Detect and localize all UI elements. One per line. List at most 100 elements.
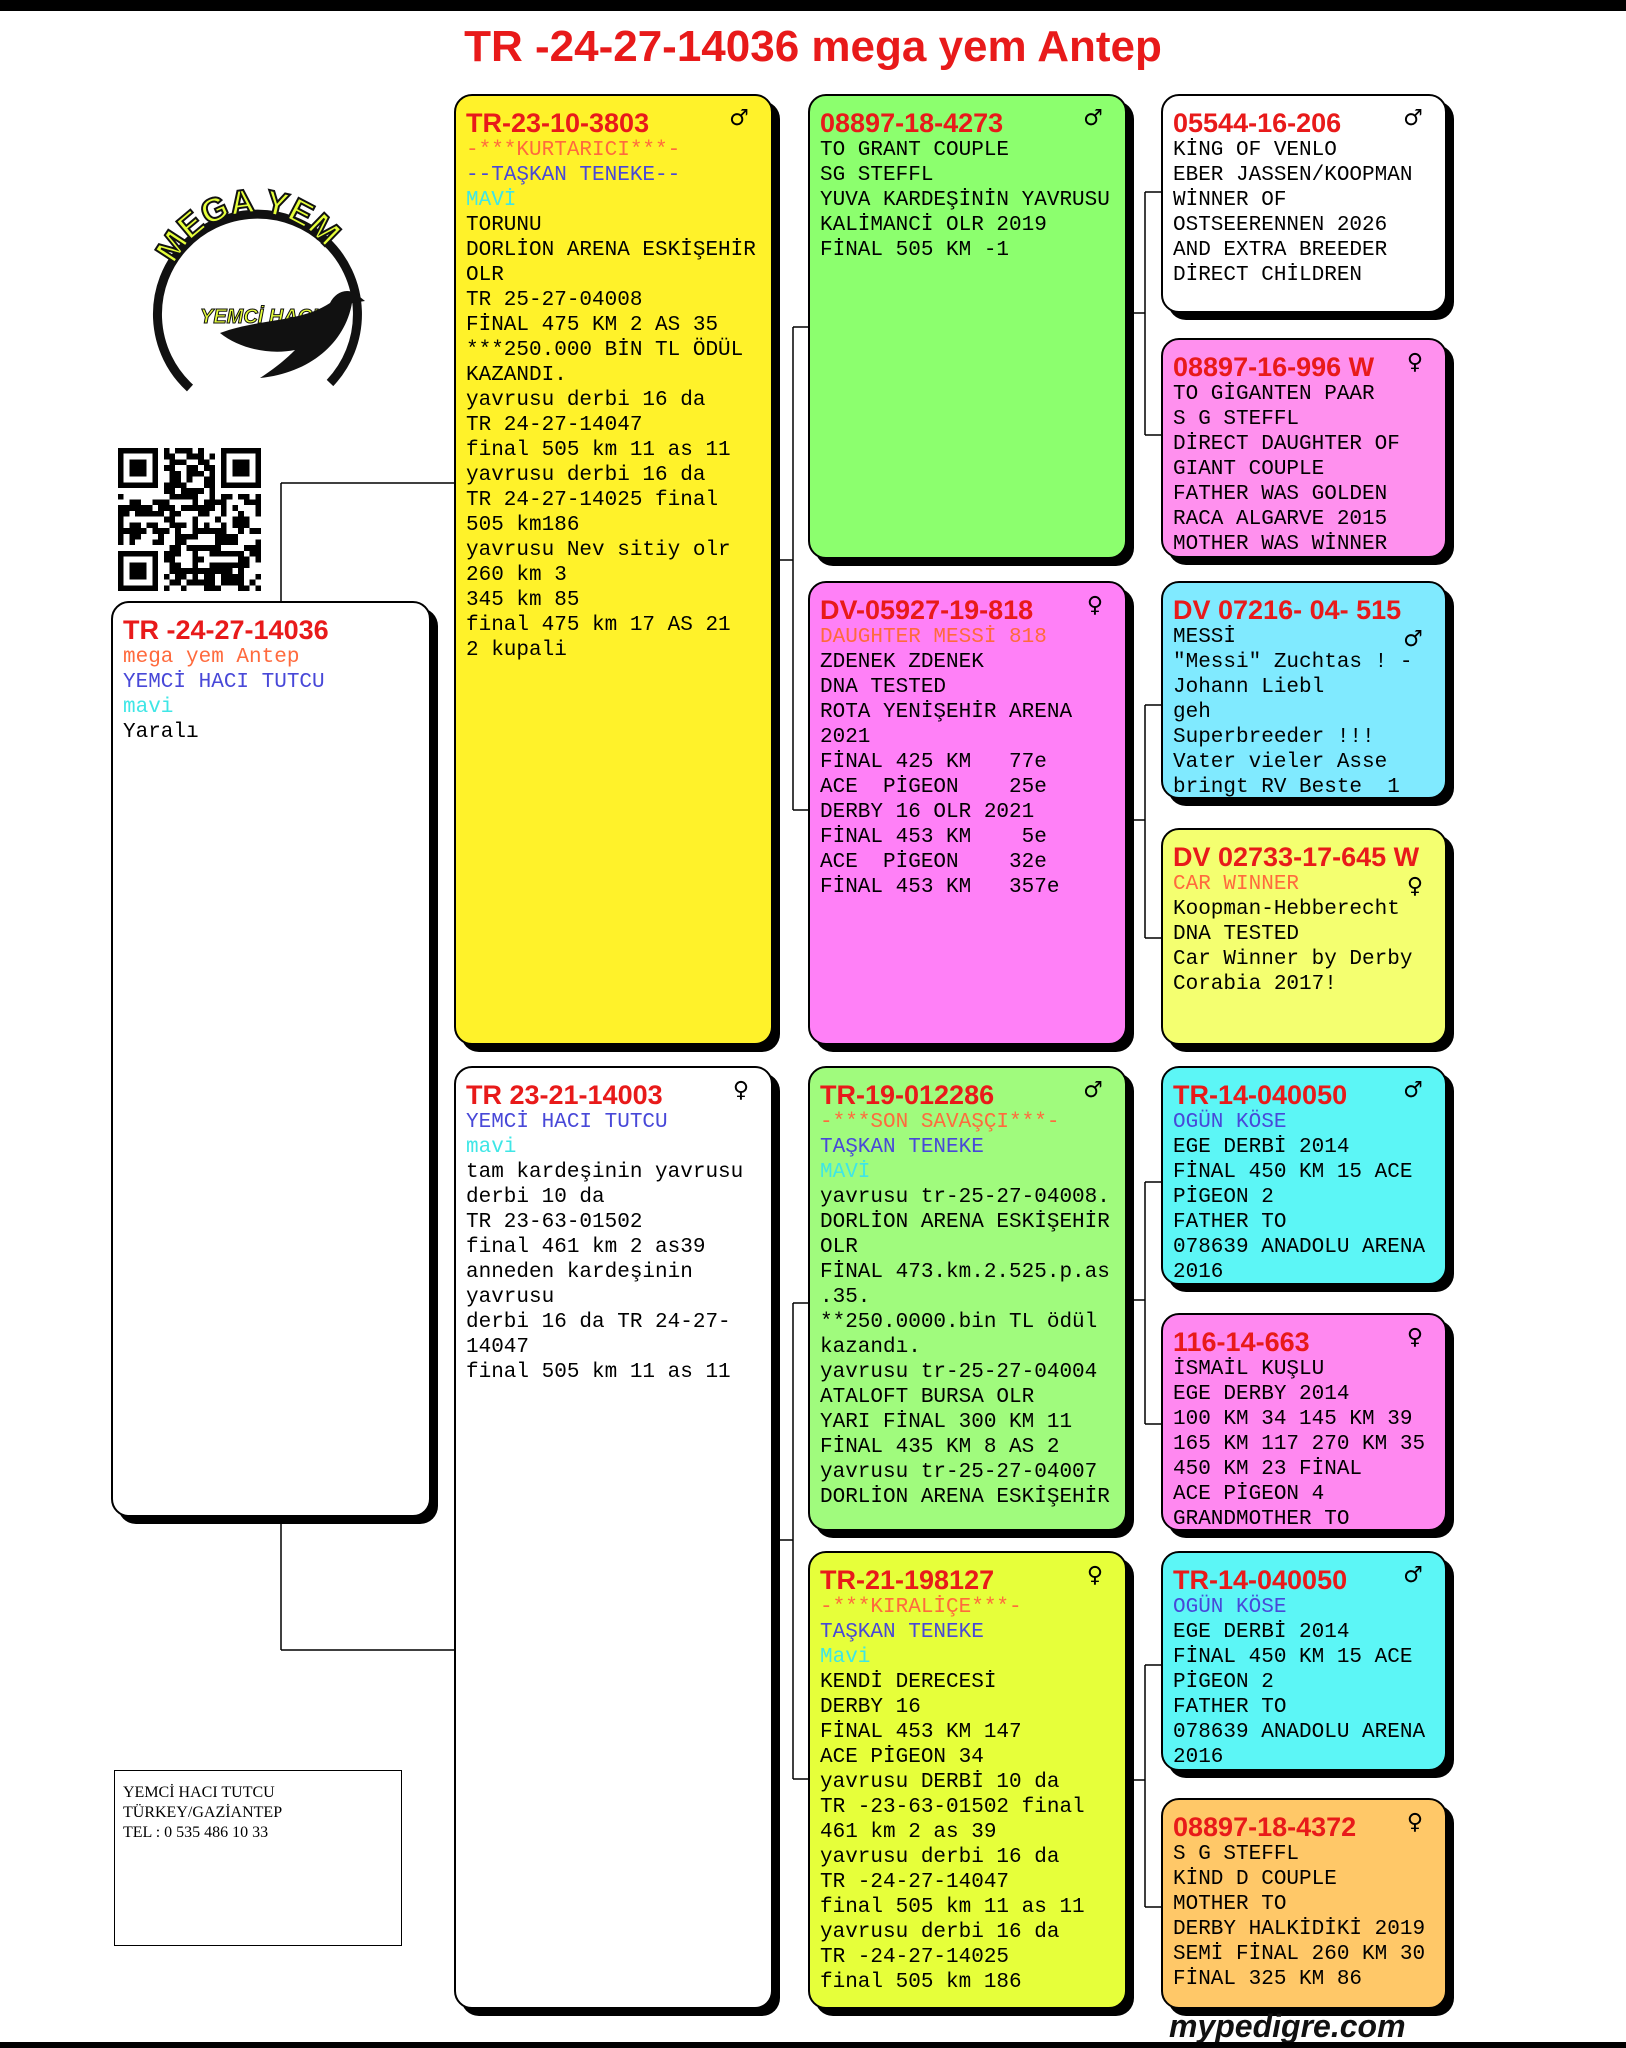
card-line: DİRECT CHİLDREN: [1173, 264, 1363, 287]
female-icon: ♀: [1406, 874, 1423, 899]
card-line: TR 24-27-14047: [466, 414, 643, 437]
card-line: FİNAL 453 KM 357e: [820, 876, 1060, 899]
card-line: FİNAL 453 KM 147: [820, 1721, 1022, 1744]
card-line: final 505 km 11 as 11: [820, 1896, 1085, 1919]
card-line: YARI FİNAL 300 KM 11: [820, 1411, 1073, 1434]
card-line: DORLİON ARENA ESKİŞEHİR: [466, 239, 756, 262]
ring-id: 08897-18-4273: [820, 108, 1004, 138]
card-line: ***250.000 BİN TL ÖDÜL: [466, 339, 744, 362]
card-line: FİNAL 475 KM 2 AS 35: [466, 314, 719, 337]
ring-id: TR 23-21-14003: [466, 1080, 663, 1110]
card-line: Corabia 2017!: [1173, 973, 1337, 996]
card-line: FİNAL 325 KM 86: [1173, 1968, 1363, 1991]
card-line: CAR WINNER: [1173, 873, 1300, 896]
pedigree-card-sire[interactable]: ♂ TR-23-10-3803-***KURTARICI***---TAŞKAN …: [454, 94, 773, 1045]
card-line: mega yem Antep: [123, 646, 300, 669]
card-line: Johann Liebl: [1173, 676, 1325, 699]
card-line: 260 km 3: [466, 564, 567, 587]
top-bar: [0, 0, 1626, 11]
card-line: anneden kardeşinin: [466, 1261, 693, 1284]
contact-location: TÜRKEY/GAZİANTEP: [123, 1804, 283, 1821]
card-line: EGE DERBİ 2014: [1173, 1136, 1350, 1159]
pedigree-card-ds[interactable]: ♂TR-19-012286-***SON SAVAŞÇI***-TAŞKAN T…: [808, 1066, 1127, 1531]
card-line: MOTHER TO: [1173, 1893, 1287, 1916]
card-line: EGE DERBİ 2014: [1173, 1621, 1350, 1644]
card-line: TR 25-27-04008: [466, 289, 643, 312]
card-line: TR -24-27-14025: [820, 1946, 1010, 1969]
qr-code[interactable]: [118, 448, 261, 591]
card-line: ROTA YENİŞEHİR ARENA: [820, 701, 1073, 724]
card-line: SG STEFFL: [820, 164, 934, 187]
card-line: TR -23-63-01502 final: [820, 1796, 1085, 1819]
card-line: EGE DERBY 2014: [1173, 1383, 1350, 1406]
card-line: yavrusu: [466, 1286, 555, 1309]
ring-id: 08897-18-4372: [1173, 1812, 1357, 1842]
card-line: TO GİGANTEN PAAR: [1173, 383, 1375, 406]
card-line: yavrusu derbi 16 da: [820, 1921, 1060, 1944]
male-icon: ♂: [729, 106, 749, 131]
card-line: SEMİ FİNAL 260 KM 30: [1173, 1943, 1426, 1966]
mega-yem-logo: MEGA YEM YEMCİ HACI: [148, 183, 365, 392]
card-line: FİNAL 450 KM 15 ACE: [1173, 1161, 1413, 1184]
card-line: -***KIRALİÇE***-: [820, 1596, 1022, 1619]
female-icon: ♀: [1406, 1325, 1423, 1350]
card-line: 450 KM 23 FİNAL: [1173, 1458, 1363, 1481]
card-line: FATHER TO: [1173, 1211, 1287, 1234]
card-line: 2021: [820, 726, 871, 749]
card-line: WİNNER OF: [1173, 189, 1287, 212]
male-icon: ♂: [1403, 1078, 1423, 1103]
contact-name: YEMCİ HACI TUTCU: [123, 1784, 275, 1801]
card-line: KALİMANCİ OLR 2019: [820, 214, 1047, 237]
card-line: 165 KM 117 270 KM 35: [1173, 1433, 1426, 1456]
ring-id: DV-05927-19-818: [820, 595, 1034, 625]
card-line: FİNAL 450 KM 15 ACE: [1173, 1646, 1413, 1669]
card-line: ACE PİGEON 32e: [820, 851, 1047, 874]
card-line: DNA TESTED: [1173, 923, 1300, 946]
card-line: ACE PİGEON 4: [1173, 1483, 1325, 1506]
card-line: -***KURTARICI***-: [466, 139, 681, 162]
card-line: yavrusu Nev sitiy olr: [466, 539, 731, 562]
card-line: MAVİ: [466, 189, 517, 212]
card-line: TR 23-63-01502: [466, 1211, 643, 1234]
male-icon: ♂: [1403, 1563, 1423, 1588]
card-line: --TAŞKAN TENEKE--: [466, 164, 681, 187]
male-icon: ♂: [1083, 106, 1103, 131]
card-line: yavrusu derbi 16 da: [466, 464, 706, 487]
pedigree-card-dd[interactable]: ♀TR-21-198127-***KIRALİÇE***-TAŞKAN TENE…: [808, 1551, 1127, 2009]
ring-id: TR-14-040050: [1173, 1565, 1348, 1595]
card-line: OGÜN KÖSE: [1173, 1596, 1287, 1619]
card-line: FATHER TO: [1173, 1696, 1287, 1719]
card-line: FİNAL 473.km.2.525.p.as: [820, 1261, 1110, 1284]
card-line: 14047: [466, 1336, 530, 1359]
card-line: TR -24-27-14047: [820, 1871, 1010, 1894]
card-line: Yaralı: [123, 721, 199, 744]
card-line: KAZANDI.: [466, 364, 567, 387]
footer-watermark[interactable]: mypedigre.com: [1169, 2008, 1406, 2044]
ring-id: TR-21-198127: [820, 1565, 995, 1595]
card-line: -***SON SAVAŞÇI***-: [820, 1111, 1060, 1134]
female-icon: ♀: [1086, 593, 1103, 618]
card-line: mavi: [123, 696, 174, 719]
card-line: yavrusu derbi 16 da: [466, 389, 706, 412]
ring-id: TR-23-10-3803: [466, 108, 650, 138]
card-line: yavrusu tr-25-27-04004: [820, 1361, 1098, 1384]
card-line: mavi: [466, 1136, 517, 1159]
card-line: 078639 ANADOLU ARENA: [1173, 1721, 1426, 1744]
female-icon: ♀: [1086, 1563, 1103, 1588]
card-line: final 505 km 11 as 11: [466, 439, 731, 462]
card-line: GRANDMOTHER TO: [1173, 1508, 1350, 1531]
card-line: OGÜN KÖSE: [1173, 1111, 1287, 1134]
